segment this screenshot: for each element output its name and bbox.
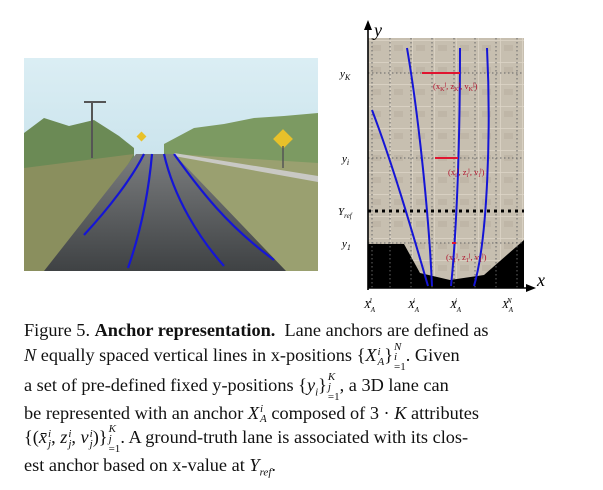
road-sign-right: [273, 129, 293, 149]
caption-text: equally spaced vertical lines in x-posit…: [40, 344, 352, 365]
top-lane-3: [450, 47, 461, 287]
x-tick-i: XAi: [407, 297, 420, 314]
y-tick-yi: yi: [341, 153, 349, 167]
top-lane-1: [371, 109, 429, 287]
road-camera-image: [24, 58, 318, 271]
point-label-i: (xij, zij, vij): [448, 167, 485, 179]
anchor-diagram: (xKj, zKj, vKj) (xij, zij, vij) (x1j, z1…: [338, 20, 545, 314]
caption-text: Lane anchors are defined as: [284, 320, 489, 340]
x-tick-N: XAN: [501, 297, 514, 314]
lane-3: [162, 153, 225, 267]
y-tick-y1: y1: [341, 238, 351, 252]
x-tick-1: XA1: [363, 297, 376, 314]
caption-text: . A ground-truth lane is associated with…: [120, 427, 469, 448]
caption-label: Figure 5.: [24, 320, 91, 340]
caption-text: .: [271, 455, 276, 476]
top-lane-2: [406, 47, 433, 287]
caption-text: composed of 3 ·: [271, 402, 390, 423]
point-label-K: (xKj, zKj, vKj): [433, 81, 478, 93]
y-tick-yK: yK: [339, 68, 351, 82]
caption-text: . Given: [405, 344, 460, 365]
caption-line-3: a set of pre-defined fixed y-positions {…: [24, 370, 449, 403]
caption-text: a set of pre-defined fixed y-positions: [24, 374, 294, 395]
caption-text: est anchor based on x-value at: [24, 455, 245, 476]
x-axis-arrow: [526, 284, 536, 292]
road-sign-left: [136, 131, 147, 142]
y-axis-arrow: [364, 20, 372, 30]
y-axis-label: y: [372, 20, 382, 40]
top-lane-4: [473, 47, 490, 287]
lane-1: [83, 153, 145, 236]
lane-4: [173, 153, 275, 261]
caption-text: attributes: [411, 402, 480, 423]
x-tick-j: XAj: [449, 297, 462, 314]
road-wedge: [368, 240, 524, 288]
guard-rail: [174, 153, 318, 182]
road-surface: [44, 154, 286, 271]
lane-2: [126, 153, 154, 269]
caption-title: Anchor representation.: [94, 320, 276, 340]
caption-line-1: Figure 5. Anchor representation. Lane an…: [24, 319, 580, 342]
left-grass: [24, 154, 134, 271]
right-grass: [174, 154, 318, 271]
point-label-1: (x1j, z1j, v1j): [446, 252, 487, 264]
caption-text: , a 3D lane can: [339, 374, 449, 395]
caption-text: be represented with an anchor: [24, 402, 244, 423]
caption-line-2: N equally spaced vertical lines in x-pos…: [24, 340, 460, 373]
x-axis-label: x: [536, 270, 545, 290]
figure-caption: Figure 5. Anchor representation. Lane an…: [24, 319, 580, 480]
y-tick-yref: Yref: [338, 206, 353, 220]
caption-line-6: est anchor based on x-value at Yref.: [24, 455, 276, 480]
